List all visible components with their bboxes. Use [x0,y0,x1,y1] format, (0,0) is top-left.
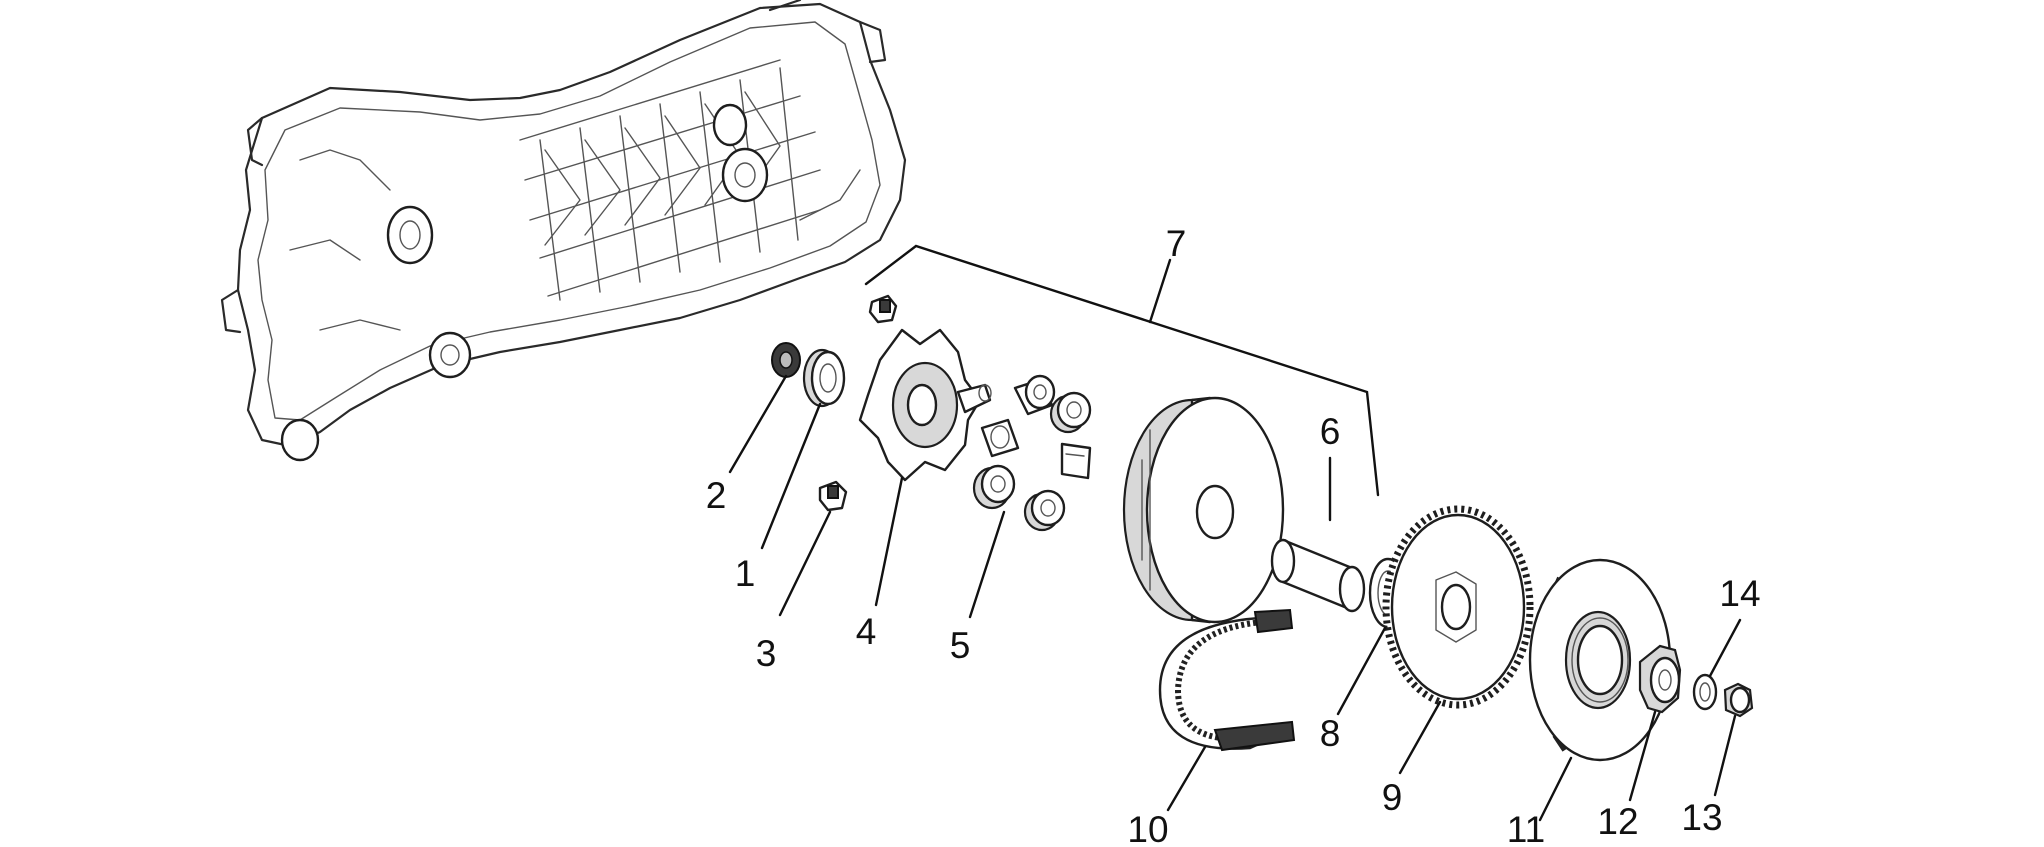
leader-8 [1336,626,1387,716]
callout-12: 12 [1597,801,1638,842]
leader-1 [760,402,822,550]
leader-12 [1628,710,1657,802]
callout-10: 10 [1127,809,1168,847]
leader-11 [1538,756,1573,822]
roller [1023,489,1066,532]
leader-14 [1708,618,1742,678]
callout-9: 9 [1382,777,1403,818]
callout-7: 7 [1166,223,1187,264]
part-3-slider-top [868,294,898,324]
callout-2: 2 [706,475,727,516]
part-3-slider-bottom [818,480,848,512]
callout-6: 6 [1320,411,1341,452]
leader-9 [1398,700,1442,775]
leader-10 [1166,745,1207,812]
part-10-drive-belt [1158,608,1296,752]
callout-labels: 1 2 3 4 5 6 7 8 9 10 11 12 13 14 [706,223,1761,847]
part-4-ramp-plate [858,328,992,482]
leader-lines [728,244,1742,822]
leader-3 [778,510,832,617]
roller [1013,374,1056,416]
roller [980,418,1020,458]
part-12-hub [1638,644,1682,714]
leader-5 [968,510,1006,619]
part-2-bearing [771,342,801,378]
leader-4 [874,476,904,607]
callout-3: 3 [756,633,777,674]
callout-13: 13 [1681,797,1722,838]
part-11-clutch-housing [1528,558,1672,762]
part-5-rollers [972,374,1092,532]
variator-pulley [1122,396,1285,624]
callout-11: 11 [1507,809,1545,847]
callout-5: 5 [950,625,971,666]
crankcase-housing [220,0,907,462]
callout-1: 1 [735,553,756,594]
leader-7 [1148,258,1172,324]
bracket-7 [864,244,1380,497]
part-13-nut [1723,682,1754,718]
roller [1049,391,1092,434]
roller [1060,442,1092,480]
part-9-starter-gear [1382,505,1534,709]
leader-13 [1713,714,1737,797]
callout-4: 4 [856,611,877,652]
callout-14: 14 [1719,573,1760,614]
roller [972,464,1016,510]
leader-2 [728,374,788,474]
part-1-seal-washer [802,348,846,408]
part-14-washer [1692,673,1718,711]
callout-8: 8 [1320,713,1341,754]
part-6-bushing [1270,538,1366,613]
